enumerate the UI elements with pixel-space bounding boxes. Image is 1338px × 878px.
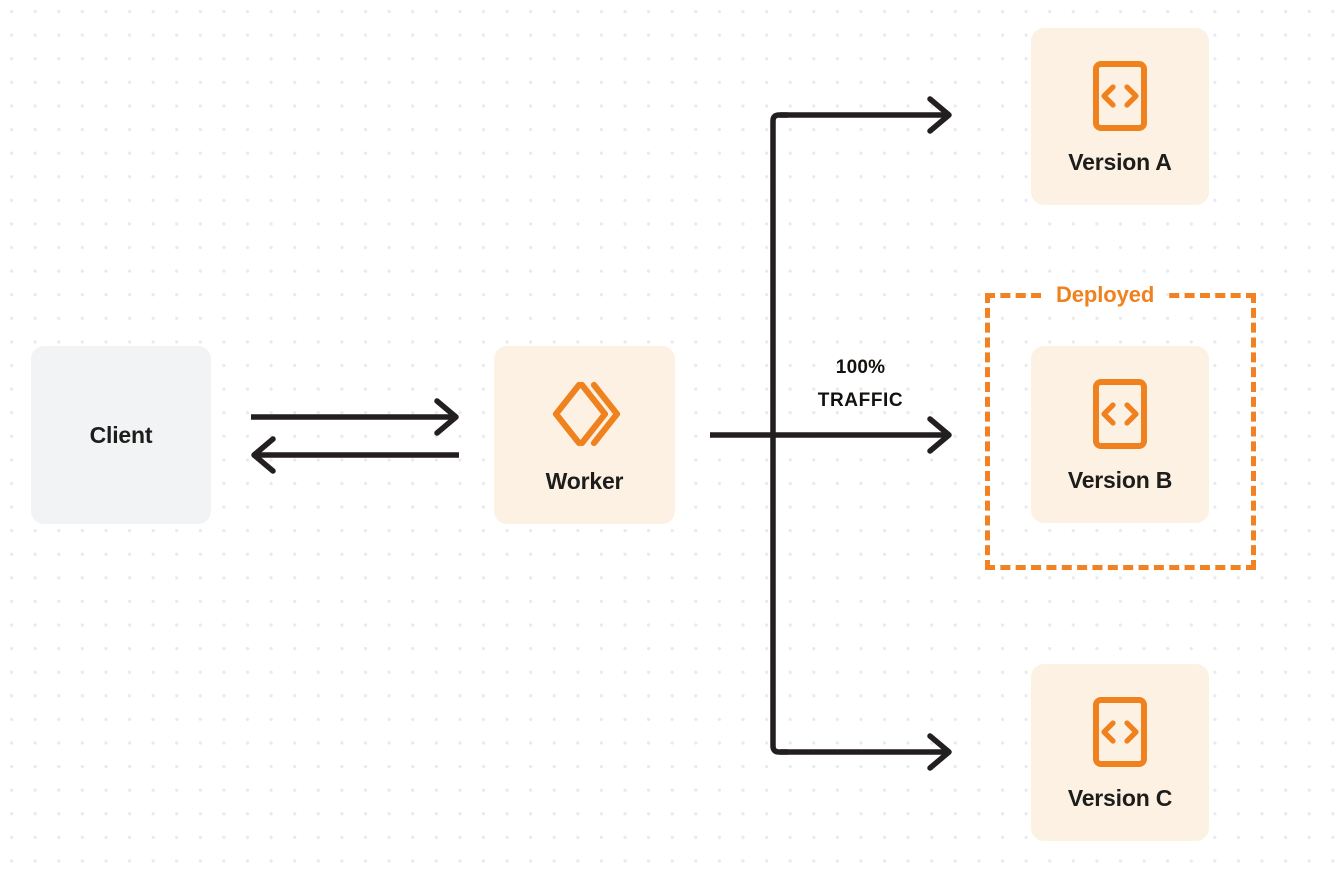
node-version-a[interactable]: Version A	[1031, 28, 1209, 205]
code-document-icon	[1091, 696, 1149, 768]
traffic-label: 100% TRAFFIC	[788, 351, 933, 417]
edge-trunk	[770, 112, 790, 755]
edge-worker-to-version-b	[710, 416, 952, 454]
edge-trunk-to-version-c	[780, 733, 952, 771]
node-client-label: Client	[89, 421, 153, 448]
deployed-group-label: Deployed	[1046, 283, 1165, 307]
node-version-c[interactable]: Version C	[1031, 664, 1209, 841]
node-version-b[interactable]: Version B	[1031, 346, 1209, 523]
node-version-c-label: Version C	[1067, 784, 1173, 811]
traffic-percent: 100%	[835, 357, 886, 378]
node-version-b-label: Version B	[1067, 466, 1173, 493]
edge-client-to-worker	[251, 398, 459, 436]
code-document-icon	[1091, 60, 1149, 132]
node-worker-label: Worker	[545, 467, 624, 494]
cloudflare-workers-icon	[549, 378, 621, 450]
node-client[interactable]: Client	[31, 346, 211, 524]
traffic-word: TRAFFIC	[817, 390, 904, 411]
edge-trunk-to-version-a	[780, 96, 952, 134]
edge-worker-to-client	[251, 436, 459, 474]
node-version-a-label: Version A	[1068, 148, 1172, 175]
code-document-icon	[1091, 378, 1149, 450]
node-worker[interactable]: Worker	[494, 346, 675, 524]
